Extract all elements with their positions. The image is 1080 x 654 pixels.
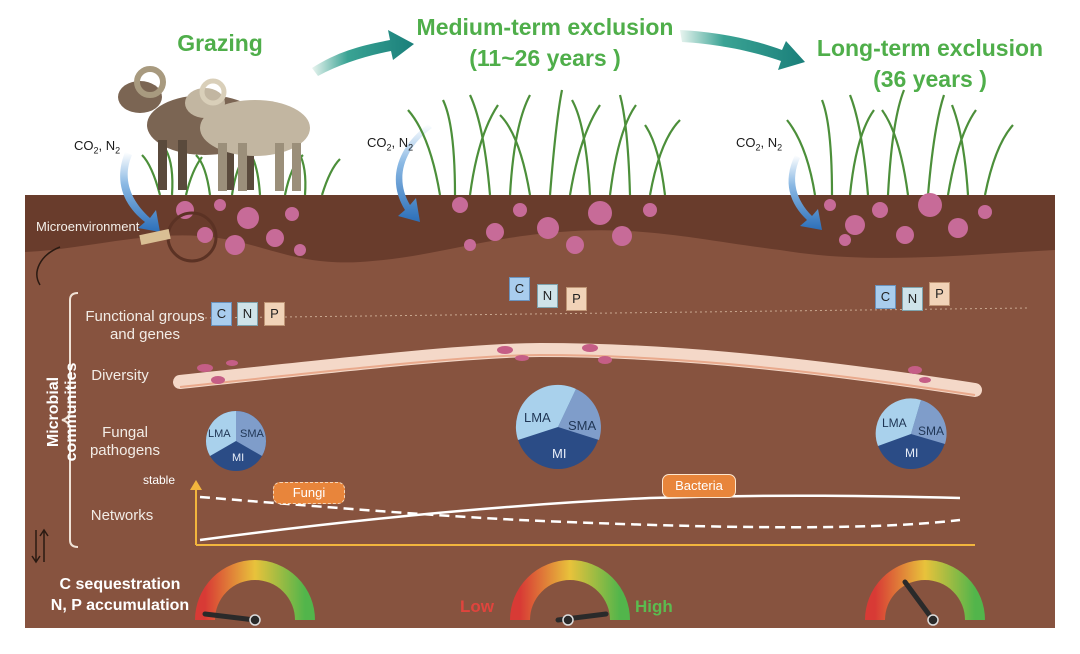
title-medium-line1: Medium-term exclusion [416, 14, 674, 40]
bacteria-network-line [199, 494, 961, 542]
pie-label-mi: MI [232, 452, 245, 464]
gauge-low-label: Low [460, 597, 494, 616]
pie-label-mi: MI [905, 446, 919, 460]
ram-icon [118, 66, 310, 191]
updown-arrows [31, 528, 49, 564]
pie-label-lma: LMA [882, 416, 907, 430]
magnifier-handle [139, 228, 171, 246]
title-long-line1: Long-term exclusion [816, 35, 1044, 61]
co2-arrow-medium [395, 124, 432, 222]
micro-arrow [36, 246, 61, 286]
gauge-high-label: High [635, 597, 673, 616]
brace [61, 292, 79, 548]
stable-label: stable [143, 473, 176, 487]
co2-arrow-long [788, 155, 822, 230]
diversity-label: Diversity [91, 367, 149, 384]
co2-arrow-grazing [120, 152, 160, 232]
pie-long [875, 398, 947, 469]
pie-label-sma: SMA [568, 418, 597, 433]
grass-long [786, 89, 1014, 196]
gene-baseline [199, 307, 1029, 319]
grass-grazing [141, 149, 341, 196]
fungi-tag: Fungi [273, 482, 345, 504]
diversity-band [173, 342, 982, 397]
outcome-label: C sequestration N, P accumulation [50, 576, 190, 614]
gene-box-p: P [264, 302, 285, 326]
gene-box-c: C [875, 285, 896, 309]
gene-box-n: N [902, 287, 923, 311]
grass-medium [407, 89, 681, 196]
gene-box-n: N [237, 302, 258, 326]
pie-label-sma: SMA [918, 424, 945, 438]
gene-box-n: N [537, 284, 558, 308]
pie-label-lma: LMA [208, 428, 231, 440]
pie-medium [515, 384, 601, 469]
functional-groups-label: Functional groups and genes [85, 308, 205, 343]
gauge-medium [510, 560, 630, 626]
title-long-term: Long-term exclusion (36 years ) [795, 33, 1065, 95]
gene-box-c: C [509, 277, 530, 301]
bacteria-tag: Bacteria [662, 474, 736, 498]
networks-label: Networks [90, 507, 154, 524]
gene-box-c: C [211, 302, 232, 326]
stage-arrow-1 [312, 30, 414, 76]
network-y-arrowhead [190, 480, 202, 490]
microbial-communities-label: Microbial communities [45, 362, 80, 462]
microenvironment-label: Microenvironment [36, 219, 140, 234]
gauge-long [865, 560, 985, 626]
gene-box-p: P [929, 282, 950, 306]
title-medium-line2: (11~26 years ) [469, 45, 621, 71]
pie-label-mi: MI [552, 446, 567, 461]
gas-label-medium: CO2, N2 [367, 135, 414, 153]
gene-box-p: P [566, 287, 587, 311]
gauge-grazing [195, 560, 315, 626]
title-grazing: Grazing [177, 30, 263, 56]
gas-label-grazing: CO2, N2 [74, 138, 121, 156]
diversity-band-edge [179, 353, 976, 396]
fungal-pathogens-label: Fungal pathogens [89, 424, 161, 459]
diversity-microbes [197, 344, 931, 384]
pie-grazing [205, 411, 267, 471]
gas-label-long: CO2, N2 [736, 135, 783, 153]
title-medium-term: Medium-term exclusion (11~26 years ) [400, 12, 690, 74]
pie-label-lma: LMA [524, 410, 551, 425]
pie-label-sma: SMA [240, 428, 264, 440]
soil-aggregates [176, 193, 992, 256]
title-long-line2: (36 years ) [873, 66, 987, 92]
stage-arrow-2 [680, 30, 805, 70]
